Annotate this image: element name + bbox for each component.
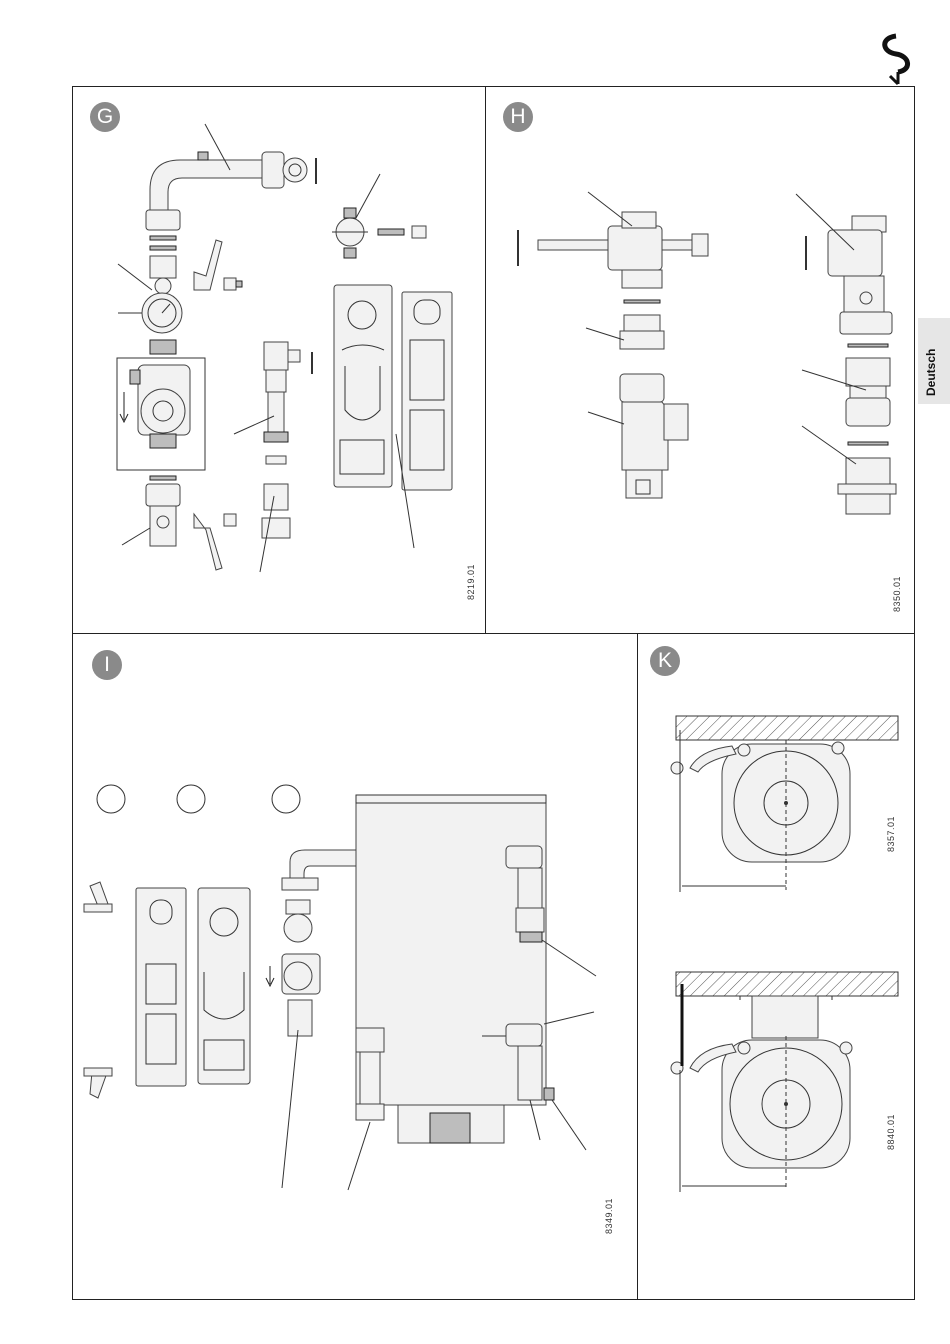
panel-i-frame: [72, 633, 638, 1300]
panel-k-frame: [637, 633, 915, 1300]
panel-h-frame: [485, 86, 915, 634]
panel-k-ref-top: 8357.01: [886, 816, 896, 852]
language-tab[interactable]: Deutsch: [918, 318, 950, 404]
panel-g-frame: [72, 86, 486, 634]
panel-i-badge: I: [92, 650, 122, 680]
panel-h-badge: H: [503, 102, 533, 132]
panel-k-ref-bottom: 8840.01: [886, 1114, 896, 1150]
language-tab-label: Deutsch: [924, 349, 938, 396]
panel-i-ref: 8349.01: [604, 1198, 614, 1234]
panel-h-ref: 8350.01: [892, 576, 902, 612]
panel-g-ref: 8219.01: [466, 564, 476, 600]
panel-k-badge: K: [650, 646, 680, 676]
panel-g-badge: G: [90, 102, 120, 132]
